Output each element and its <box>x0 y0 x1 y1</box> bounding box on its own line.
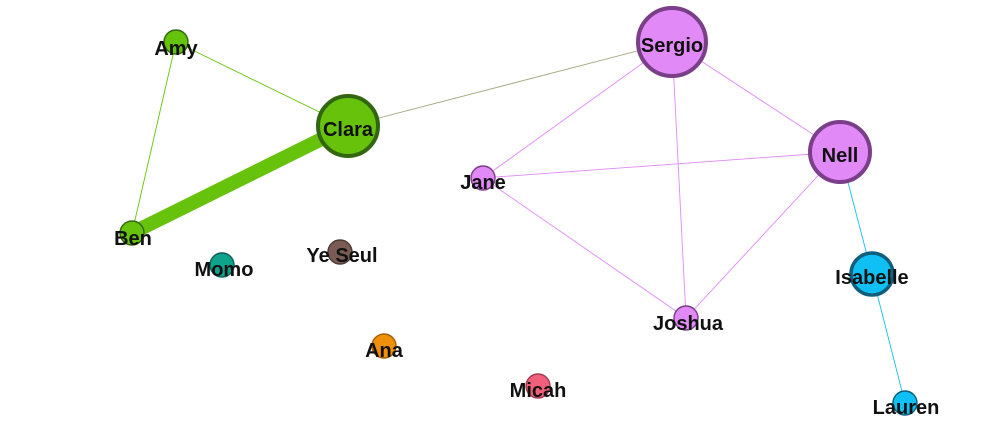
node-label-yeseul: Ye Seul <box>306 245 377 267</box>
node-label-sergio: Sergio <box>641 35 703 57</box>
node-lauren[interactable] <box>892 390 918 416</box>
node-label-momo: Momo <box>195 259 254 281</box>
node-label-nell: Nell <box>822 145 859 167</box>
node-yeseul[interactable] <box>327 239 353 265</box>
edge-sergio-jane <box>482 41 673 179</box>
node-label-amy: Amy <box>154 38 198 60</box>
edge-jane-nell <box>482 151 841 179</box>
node-label-lauren: Lauren <box>873 397 940 419</box>
node-jane[interactable] <box>470 165 496 191</box>
node-ana[interactable] <box>371 333 397 359</box>
node-label-micah: Micah <box>510 380 567 402</box>
edge-jane-joshua <box>482 177 687 319</box>
node-clara[interactable] <box>316 94 380 158</box>
node-momo[interactable] <box>209 252 235 278</box>
node-nell[interactable] <box>808 120 872 184</box>
node-micah[interactable] <box>525 373 551 399</box>
edge-clara-sergio <box>347 41 673 127</box>
node-isabelle[interactable] <box>849 251 895 297</box>
edge-layer <box>128 41 906 404</box>
node-label-ben: Ben <box>114 228 152 250</box>
node-joshua[interactable] <box>673 305 699 331</box>
node-label-clara: Clara <box>323 119 374 141</box>
edge-nell-joshua <box>685 151 841 319</box>
edge-clara-ben <box>128 119 352 240</box>
node-ben[interactable] <box>119 220 145 246</box>
edge-sergio-joshua <box>671 41 687 319</box>
edge-amy-ben <box>131 41 177 234</box>
node-sergio[interactable] <box>636 6 708 78</box>
node-layer <box>119 6 918 416</box>
node-label-ana: Ana <box>365 340 404 362</box>
node-label-jane: Jane <box>460 172 506 194</box>
node-amy[interactable] <box>163 29 189 55</box>
node-label-joshua: Joshua <box>653 313 724 335</box>
node-label-isabelle: Isabelle <box>835 267 908 289</box>
